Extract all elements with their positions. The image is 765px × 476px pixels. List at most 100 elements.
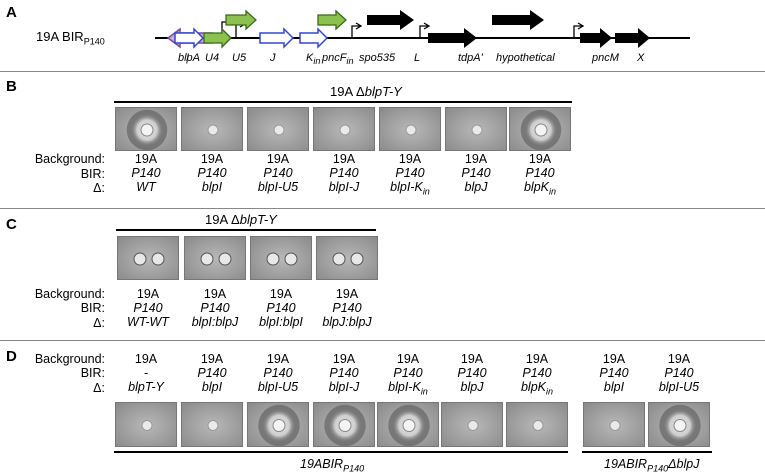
promoter-arrow <box>419 22 431 38</box>
gene-J <box>259 27 295 49</box>
d-del-7: blpI <box>603 380 625 394</box>
c-del-1: blpI:blpJ <box>191 315 239 329</box>
gene-pncFin <box>317 9 347 31</box>
c-bir-1: P140 <box>200 301 230 315</box>
gene-label-Kin: Kin <box>306 52 321 67</box>
panel-b-title: 19A ΔblpT-Y <box>330 84 402 99</box>
panel-d-group2-label: 19ABIRP140ΔblpJ <box>604 457 700 474</box>
c-bg-2: 19A <box>269 287 293 301</box>
d-del-1: blpI <box>201 380 223 394</box>
separator <box>0 208 765 209</box>
b-bir-0: P140 <box>131 166 161 180</box>
c-bg-0: 19A <box>136 287 160 301</box>
b-bg-4: 19A <box>398 152 422 166</box>
b-del-3: blpI-J <box>328 180 360 194</box>
c-plate-1 <box>184 236 246 280</box>
b-del-6: blpKin <box>523 180 557 197</box>
d-bg-8: 19A <box>667 352 691 366</box>
c-bir-2: P140 <box>266 301 296 315</box>
gene-label-U4: U4 <box>205 52 220 64</box>
c-bir-3: P140 <box>332 301 362 315</box>
c-label-delta: Δ: <box>93 316 105 330</box>
c-del-0: WT-WT <box>127 315 169 329</box>
c-bg-1: 19A <box>203 287 227 301</box>
b-bg-1: 19A <box>200 152 224 166</box>
gene-label-spo535: spo535 <box>359 52 396 64</box>
d-plate-0 <box>115 402 177 447</box>
d-bir-1: P140 <box>197 366 227 380</box>
d-bg-5: 19A <box>460 352 484 366</box>
d-label-delta: Δ: <box>93 381 105 395</box>
d-del-0: blpT-Y <box>128 380 164 394</box>
b-bir-3: P140 <box>329 166 359 180</box>
d-bg-0: 19A <box>134 352 158 366</box>
d-plate-5 <box>441 402 503 447</box>
gene-hypothetical <box>492 10 544 30</box>
d-del-8: blpI-U5 <box>658 380 700 394</box>
gene-tdpA <box>428 28 477 48</box>
separator <box>0 71 765 72</box>
d-bg-4: 19A <box>396 352 420 366</box>
gene-label-I2: I <box>186 52 190 64</box>
b-label-delta: Δ: <box>93 181 105 195</box>
c-plate-0 <box>117 236 179 280</box>
d-bg-7: 19A <box>602 352 626 366</box>
b-label-background: Background: <box>34 152 105 166</box>
c-bir-0: P140 <box>133 301 163 315</box>
gene-U5 <box>225 9 257 31</box>
panel-c-title: 19A ΔblpT-Y <box>205 212 277 227</box>
d-bir-5: P140 <box>457 366 487 380</box>
b-bg-6: 19A <box>528 152 552 166</box>
d-bir-0: - <box>143 366 149 380</box>
panel-b-bar <box>114 101 572 103</box>
c-bg-3: 19A <box>335 287 359 301</box>
b-plate-2 <box>247 107 309 151</box>
c-del-2: blpI:blpI <box>259 315 303 329</box>
strain-main: 19A BIR <box>36 29 84 44</box>
gene-X <box>615 28 650 48</box>
gene-I <box>174 27 205 49</box>
panel-a-letter: A <box>6 4 17 21</box>
separator <box>0 340 765 341</box>
d-bg-2: 19A <box>266 352 290 366</box>
panel-c-letter: C <box>6 216 17 233</box>
gene-L <box>367 10 414 30</box>
d-label-bir: BIR: <box>80 366 105 380</box>
panel-c-bar <box>116 229 376 231</box>
d-plate-6 <box>506 402 568 447</box>
b-del-1: blpI <box>201 180 223 194</box>
d-bg-3: 19A <box>332 352 356 366</box>
c-plate-2 <box>250 236 312 280</box>
b-del-2: blpI-U5 <box>257 180 299 194</box>
b-plate-6 <box>509 107 571 151</box>
b-bir-1: P140 <box>197 166 227 180</box>
d-bg-1: 19A <box>200 352 224 366</box>
d-plate-7 <box>583 402 645 447</box>
c-del-3: blpJ:blpJ <box>322 315 372 329</box>
panel-d-letter: D <box>6 348 17 365</box>
d-label-background: Background: <box>34 352 105 366</box>
gene-label-J: J <box>270 52 276 64</box>
d-bir-2: P140 <box>263 366 293 380</box>
d-column-0: 19A-blpT-Y <box>115 352 177 394</box>
b-bg-5: 19A <box>464 152 488 166</box>
b-label-bir: BIR: <box>80 167 105 181</box>
d-plate-3 <box>313 402 375 447</box>
b-bir-5: P140 <box>461 166 491 180</box>
d-del-3: blpI-J <box>328 380 360 394</box>
b-bir-2: P140 <box>263 166 293 180</box>
